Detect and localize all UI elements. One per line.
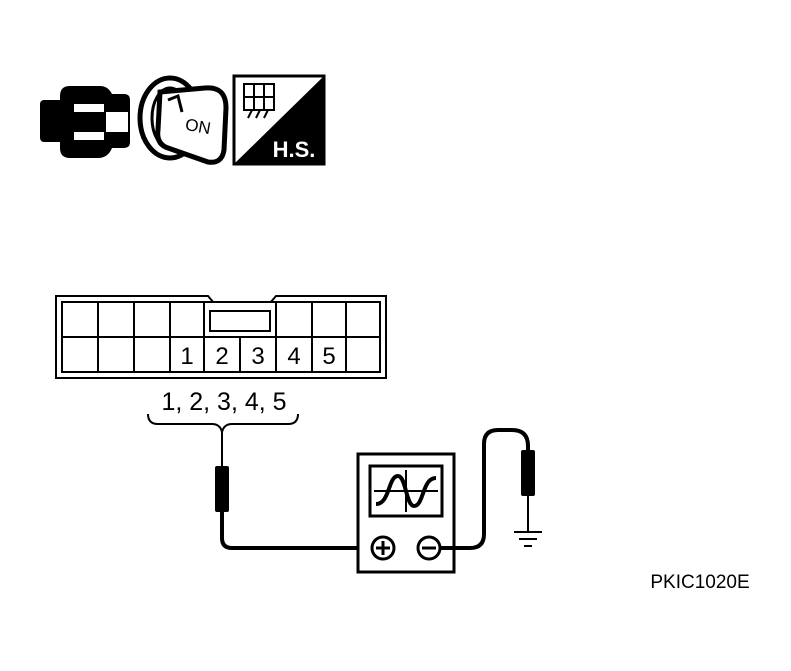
positive-probe: [215, 432, 372, 550]
negative-probe: [440, 428, 535, 550]
terminal-number: 3: [251, 343, 264, 370]
waveform-icon: [375, 473, 437, 509]
minus-terminal-icon: [416, 535, 442, 561]
terminal-number: 1: [180, 343, 193, 370]
oscilloscope: [356, 452, 456, 574]
ignition-key-on-icon: ON: [137, 75, 229, 165]
ground-symbol-icon: [514, 531, 542, 547]
terminal-number: 5: [322, 343, 335, 370]
callout-brace: [147, 413, 299, 433]
plus-terminal-icon: [370, 535, 396, 561]
terminal-number: 2: [215, 343, 228, 370]
terminal-callout: 1, 2, 3, 4, 5: [161, 388, 286, 416]
connector-lock-tab: [209, 310, 271, 332]
ignition-on-label: ON: [184, 115, 212, 138]
terminal-number: 4: [287, 343, 300, 370]
harness-side-icon: H.S.: [232, 74, 326, 166]
connector-face: 1 2 3 4 5: [55, 295, 387, 379]
harness-side-label: H.S.: [273, 137, 316, 162]
figure-code: PKIC1020E: [650, 572, 749, 593]
disconnected-connector-icon: [40, 86, 130, 158]
